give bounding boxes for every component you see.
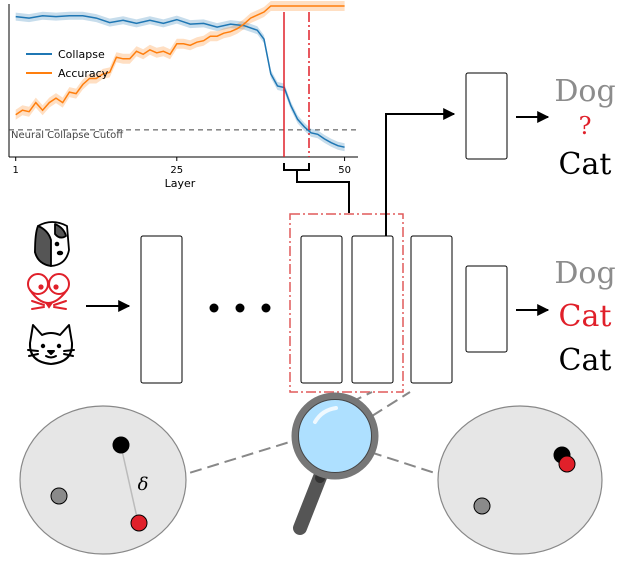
feature-point-gray-after [473, 497, 491, 515]
chart-to-layers-connector [283, 163, 350, 213]
cat-face-icon [27, 324, 75, 365]
probe-arrow [385, 108, 456, 236]
output-head-main [465, 265, 508, 353]
distance-delta-label: δ [138, 474, 149, 495]
output-head-probe [465, 72, 508, 160]
feature-space-before [19, 405, 187, 555]
accuracy-series-line [15, 5, 345, 116]
network-layer-b [351, 235, 394, 384]
legend-accuracy-label: Accuracy [58, 67, 109, 80]
dog-face-icon [34, 221, 70, 267]
main-output-cat: Cat [559, 343, 612, 378]
probe-output-dog: Dog [554, 74, 615, 109]
chart-x-ticks: 1 25 50 [13, 157, 351, 176]
network-layer-first [140, 235, 183, 384]
x-tick-label-2: 50 [338, 165, 351, 176]
feature-point-red-before [130, 514, 148, 532]
feature-point-gray-before [50, 487, 68, 505]
feature-point-black-before [112, 436, 130, 454]
highlighted-layers-box [289, 213, 404, 393]
chart-x-label: Layer [165, 177, 196, 190]
collapse-series-line [15, 15, 345, 148]
ellipsis-dots [209, 303, 271, 313]
x-tick-label-0: 1 [13, 165, 19, 176]
distance-line [120, 445, 139, 523]
neural-collapse-cutoff-label: Neural Collapse Cutoff [11, 130, 124, 141]
probe-output-unknown: ? [579, 112, 592, 140]
legend-collapse-label: Collapse [58, 48, 105, 61]
x-tick-label-1: 25 [170, 165, 183, 176]
accuracy-confidence-band [15, 1, 345, 120]
feature-space-after [437, 405, 603, 555]
feature-point-red-after [558, 455, 576, 473]
probe-output-cat: Cat [559, 147, 612, 182]
network-layer-c [410, 235, 453, 384]
layer-chart: 1 25 50 Layer Neural Collapse Cutoff Colla… [8, 1, 358, 190]
mouse-face-icon [27, 273, 70, 310]
main-output-cat-red: Cat [559, 299, 612, 334]
magnifier-icon [291, 392, 379, 535]
chart-legend: Collapse Accuracy [26, 48, 109, 80]
main-output-dog: Dog [554, 256, 615, 291]
network-layer-a [300, 235, 343, 384]
